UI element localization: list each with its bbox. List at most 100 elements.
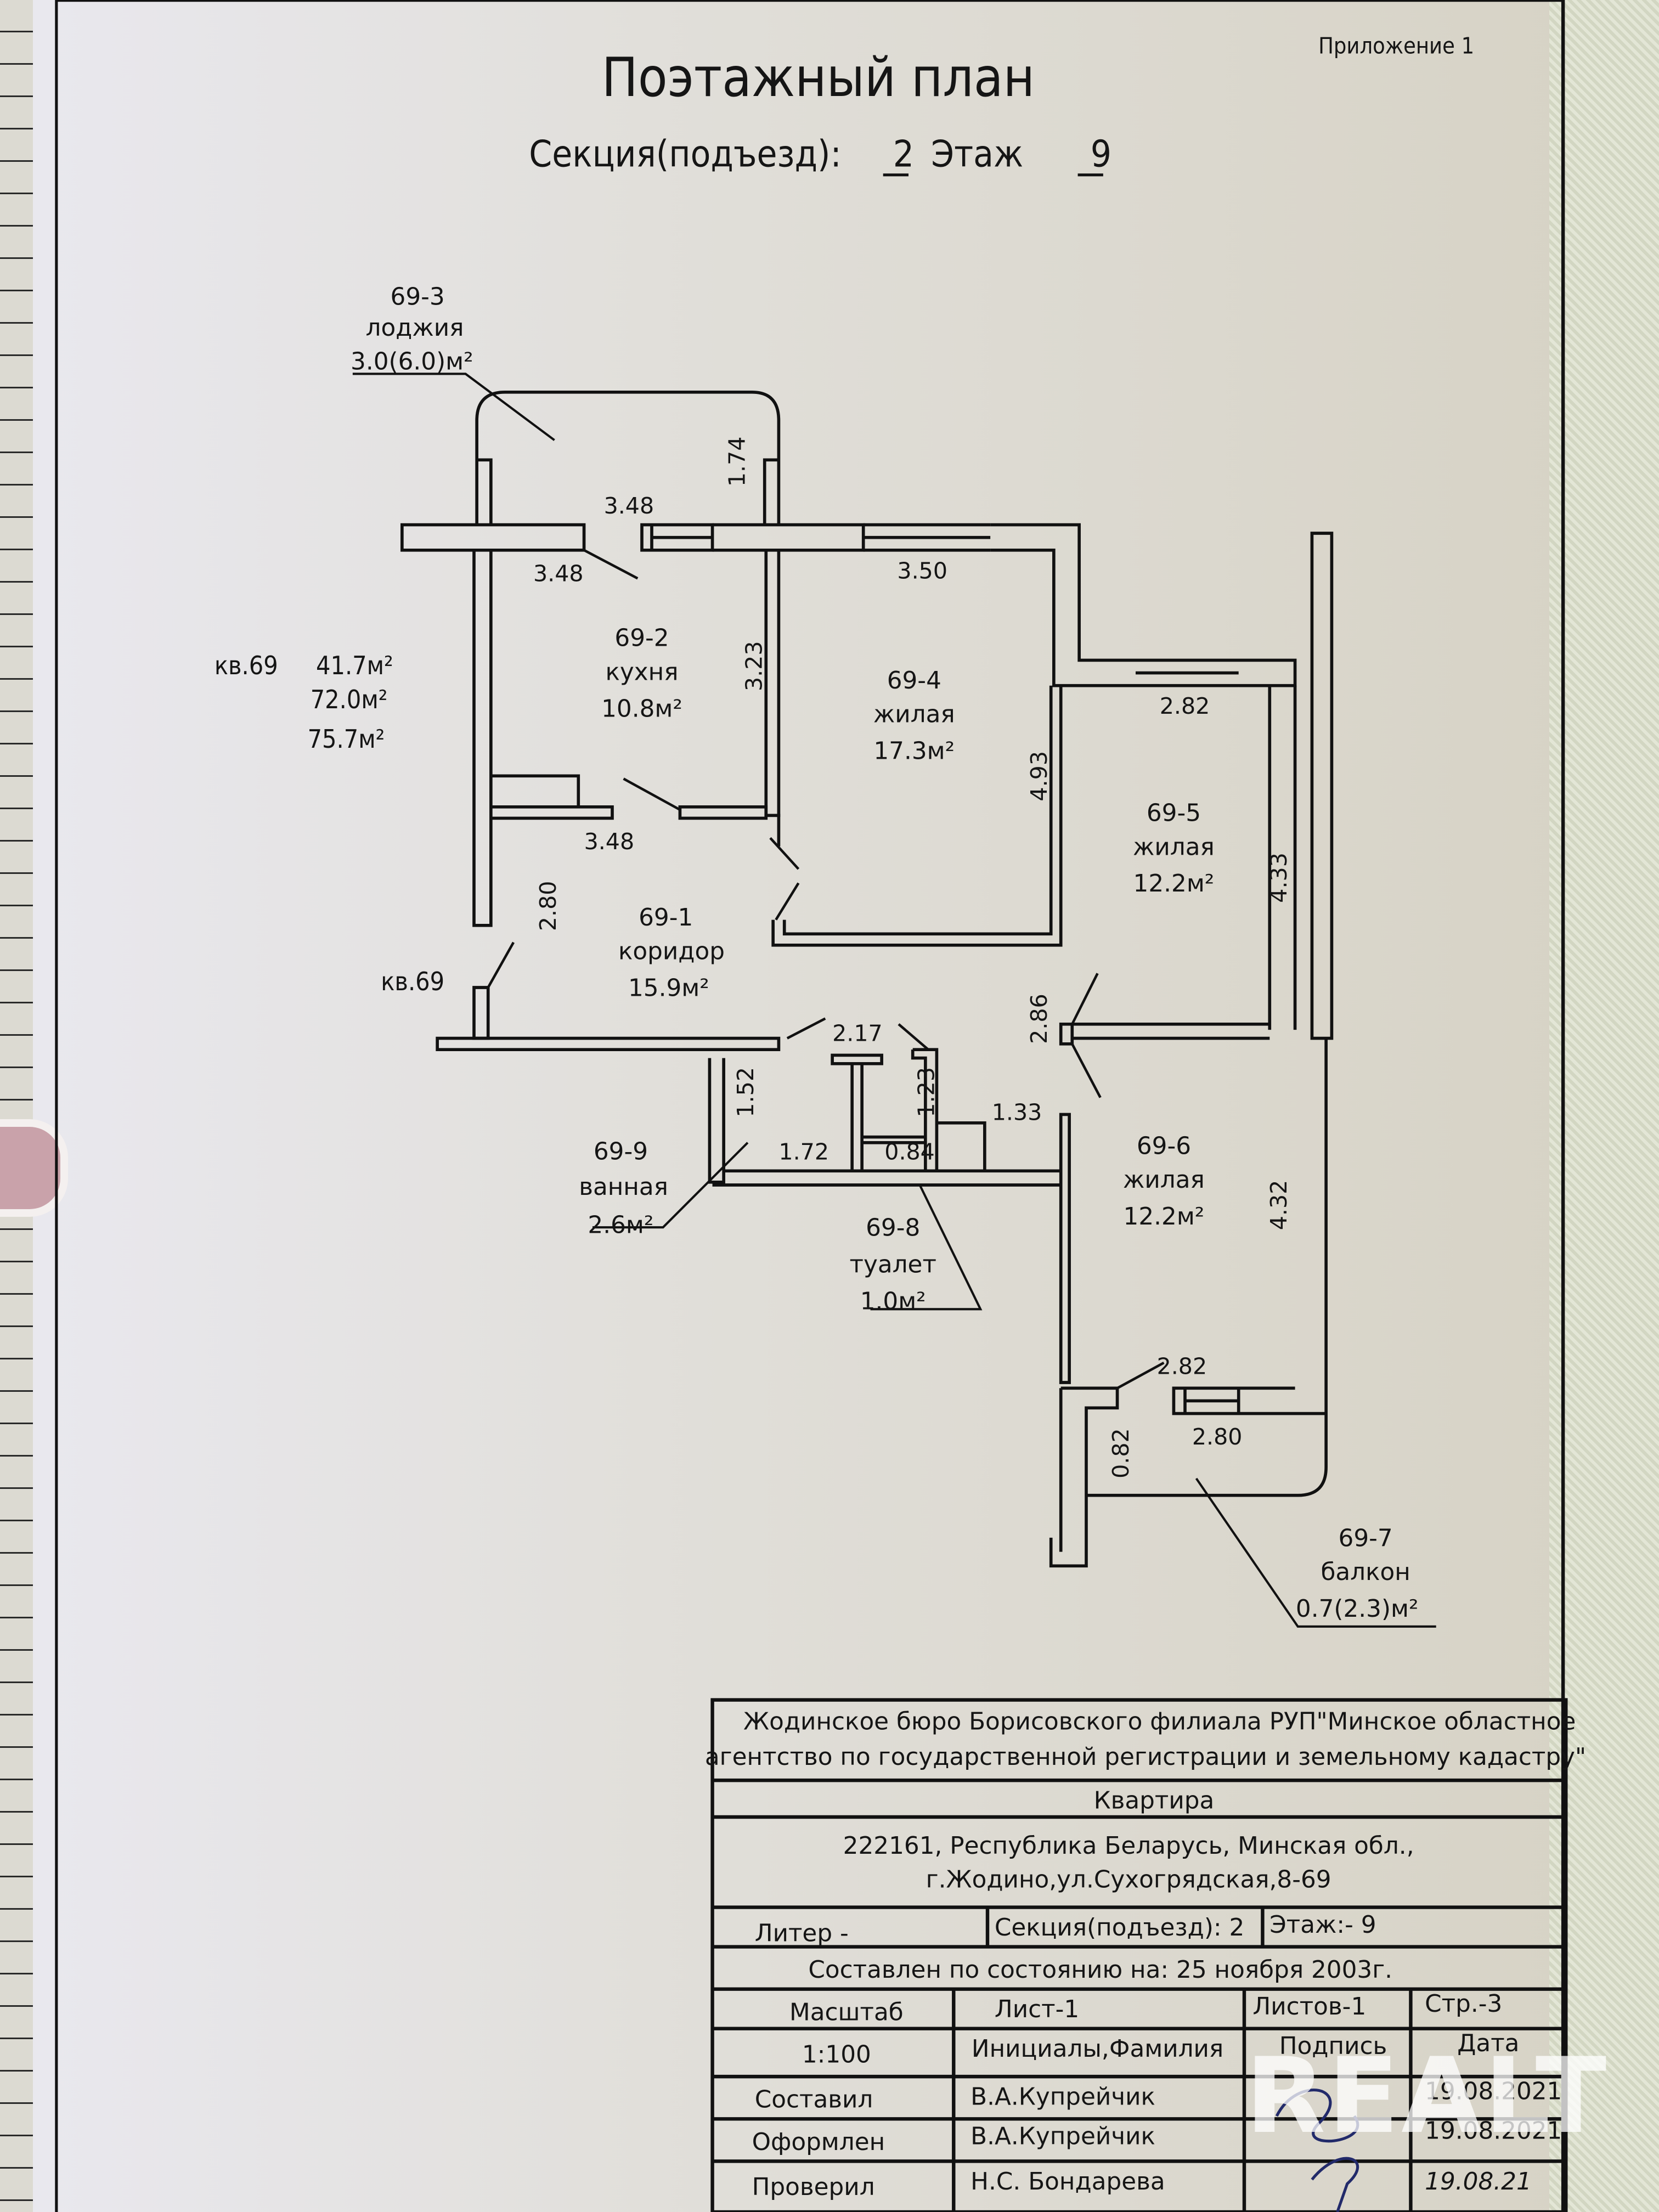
svg-text:жилая: жилая xyxy=(873,701,955,729)
svg-text:Н.С. Бондарева: Н.С. Бондарева xyxy=(970,2168,1165,2196)
svg-text:жилая: жилая xyxy=(1133,833,1215,861)
paper-sheet xyxy=(33,0,1569,2212)
room-69-3: 69-3 лоджия 3.0(6.0)м² xyxy=(351,283,473,375)
floor-value: 9 xyxy=(1091,132,1111,175)
svg-text:69-3: 69-3 xyxy=(391,283,445,311)
svg-text:1.52: 1.52 xyxy=(732,1067,759,1118)
walls xyxy=(400,391,1334,1568)
page-title: Поэтажный план xyxy=(602,47,1035,109)
svg-text:туалет: туалет xyxy=(850,1250,936,1278)
svg-text:0.7(2.3)м²: 0.7(2.3)м² xyxy=(1296,1595,1419,1623)
organization-line-1: Жодинское бюро Борисовского филиала РУП"… xyxy=(743,1708,1576,1736)
svg-text:3.48: 3.48 xyxy=(533,560,584,586)
object-type: Квартира xyxy=(1094,1787,1215,1815)
svg-text:В.А.Купрейчик: В.А.Купрейчик xyxy=(970,2083,1155,2111)
svg-text:19.08.2021: 19.08.2021 xyxy=(1425,2077,1562,2105)
svg-text:3.23: 3.23 xyxy=(741,641,768,691)
svg-text:69-4: 69-4 xyxy=(887,667,941,695)
svg-text:лоджия: лоджия xyxy=(366,314,464,342)
row-formatted: Оформлен В.А.Купрейчик 19.08.2021 xyxy=(752,2117,1562,2156)
svg-text:69-5: 69-5 xyxy=(1147,799,1201,827)
room-labels: 69-3 лоджия 3.0(6.0)м² 69-2 кухня 10.8м²… xyxy=(351,283,1418,1622)
scale-label: Масштаб xyxy=(789,1998,904,2026)
svg-text:15.9м²: 15.9м² xyxy=(628,974,709,1002)
svg-text:жилая: жилая xyxy=(1123,1166,1205,1194)
floor-cell: Этаж:- 9 xyxy=(1269,1911,1376,1939)
signatures xyxy=(1275,2089,1359,2212)
svg-text:1.23: 1.23 xyxy=(913,1067,939,1118)
sheets: Листов-1 xyxy=(1252,1993,1366,2021)
svg-text:69-9: 69-9 xyxy=(594,1138,648,1166)
svg-text:3.48: 3.48 xyxy=(584,828,635,855)
svg-text:ванная: ванная xyxy=(579,1173,668,1201)
svg-text:69-6: 69-6 xyxy=(1137,1132,1191,1160)
room-69-2: 69-2 кухня 10.8м² xyxy=(601,624,682,723)
liter: Литер - xyxy=(755,1919,849,1947)
svg-text:балкон: балкон xyxy=(1321,1558,1410,1586)
svg-text:2.80: 2.80 xyxy=(1192,1424,1243,1450)
svg-text:2.82: 2.82 xyxy=(1160,693,1210,719)
svg-text:1.0м²: 1.0м² xyxy=(860,1287,926,1315)
svg-text:69-7: 69-7 xyxy=(1339,1524,1393,1552)
room-69-6: 69-6 жилая 12.2м² xyxy=(1123,1132,1205,1231)
svg-text:Оформлен: Оформлен xyxy=(752,2128,885,2156)
svg-text:1.74: 1.74 xyxy=(724,437,751,487)
svg-text:2.82: 2.82 xyxy=(1157,1353,1207,1380)
svg-text:коридор: коридор xyxy=(618,938,725,966)
svg-text:2.17: 2.17 xyxy=(832,1020,883,1047)
room-69-5: 69-5 жилая 12.2м² xyxy=(1133,799,1215,898)
page-frame-right xyxy=(56,0,1565,2212)
room-69-1: 69-1 коридор 15.9м² xyxy=(618,904,725,1002)
svg-text:1.33: 1.33 xyxy=(992,1099,1042,1126)
room-69-8: 69-8 туалет 1.0м² xyxy=(850,1214,936,1316)
svg-text:12.2м²: 12.2м² xyxy=(1133,870,1215,898)
svg-text:69-1: 69-1 xyxy=(639,904,693,932)
living-area: 41.7м² xyxy=(316,651,393,680)
row-checked: Проверил Н.С. Бондарева 19.08.21 xyxy=(752,2168,1532,2201)
svg-text:2.86: 2.86 xyxy=(1026,994,1052,1044)
svg-text:17.3м²: 17.3м² xyxy=(873,737,955,765)
svg-text:10.8м²: 10.8м² xyxy=(601,695,682,723)
svg-text:0.82: 0.82 xyxy=(1108,1428,1134,1479)
svg-text:2.80: 2.80 xyxy=(535,881,561,932)
svg-text:69-2: 69-2 xyxy=(614,624,669,652)
address-line-1: 222161, Республика Беларусь, Минская обл… xyxy=(843,1832,1414,1860)
address-line-2: г.Жодино,ул.Сухогрядская,8-69 xyxy=(926,1866,1331,1894)
watermark: REALT xyxy=(1245,2035,1609,2157)
section-value: 2 xyxy=(893,132,914,175)
title-block: Жодинское бюро Борисовского филиала РУП"… xyxy=(705,1708,1586,2202)
section-cell: Секция(подъезд): 2 xyxy=(995,1914,1245,1942)
total-area: 72.0м² xyxy=(311,685,388,714)
room-69-4: 69-4 жилая 17.3м² xyxy=(873,667,955,765)
row-compiled: Составил В.А.Купрейчик 19.08.2021 xyxy=(755,2077,1562,2113)
dimension-labels: 3.48 3.48 3.50 2.82 3.48 2.17 1.33 1.72 … xyxy=(533,437,1292,1479)
page: Стр.-3 xyxy=(1425,1990,1502,2018)
section-label: Секция(подъезд): xyxy=(529,132,841,175)
svg-text:кухня: кухня xyxy=(606,658,679,686)
door-swings xyxy=(487,549,1165,1390)
svg-text:Проверил: Проверил xyxy=(752,2173,875,2201)
svg-text:3.0(6.0)м²: 3.0(6.0)м² xyxy=(351,348,473,376)
svg-text:19.08.21: 19.08.21 xyxy=(1425,2168,1532,2196)
svg-text:4.33: 4.33 xyxy=(1266,853,1292,903)
svg-text:2.6м²: 2.6м² xyxy=(588,1211,653,1239)
svg-text:19.08.2021: 19.08.2021 xyxy=(1425,2117,1562,2145)
organization-line-2: агентство по государственной регистрации… xyxy=(705,1743,1586,1771)
total-area-with-balconies: 75.7м² xyxy=(308,724,385,754)
appendix-label: Приложение 1 xyxy=(1318,33,1474,59)
svg-text:1.72: 1.72 xyxy=(778,1139,829,1165)
compiled-as-of: Составлен по состоянию на: 25 ноября 200… xyxy=(808,1956,1392,1984)
svg-text:12.2м²: 12.2м² xyxy=(1124,1203,1205,1231)
entrance-label: кв.69 xyxy=(381,967,444,996)
sheet: Лист-1 xyxy=(995,1995,1079,2023)
svg-text:4.32: 4.32 xyxy=(1266,1180,1292,1231)
svg-text:69-8: 69-8 xyxy=(866,1214,920,1242)
signature-header: Подпись xyxy=(1279,2032,1387,2060)
svg-text:3.48: 3.48 xyxy=(604,493,654,519)
svg-text:В.А.Купрейчик: В.А.Купрейчик xyxy=(970,2123,1155,2151)
floor-label: Этаж xyxy=(931,132,1023,175)
apartment-label: кв.69 xyxy=(215,651,278,680)
title-block-grid xyxy=(710,1698,1568,2212)
